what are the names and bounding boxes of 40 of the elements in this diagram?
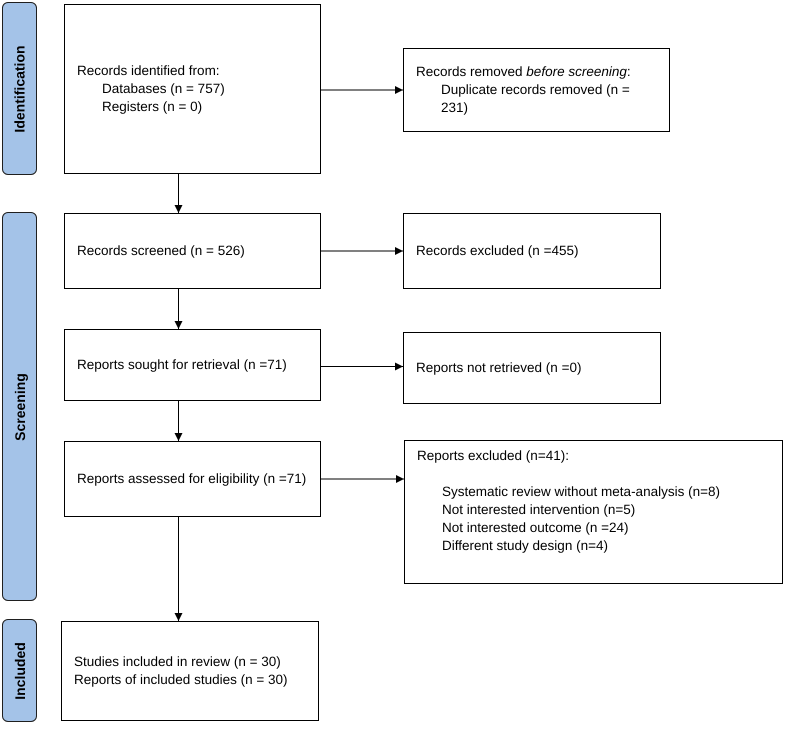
box-text: Systematic review without meta-analysis (n=8) bbox=[441, 483, 721, 501]
stage-label: Identification bbox=[12, 44, 28, 132]
stage-label: Included bbox=[12, 642, 28, 700]
arrow bbox=[320, 475, 404, 483]
box-text: Databases (n = 757) bbox=[101, 80, 226, 98]
box-text: Records screened (n = 526) bbox=[77, 242, 246, 260]
arrow bbox=[320, 247, 404, 255]
box-text: Records identified from: bbox=[77, 62, 221, 80]
process-box bbox=[64, 213, 321, 289]
stage-band bbox=[2, 619, 37, 722]
box-text: Reports assessed for eligibility (n =71) bbox=[77, 470, 308, 488]
stage-label: Screening bbox=[12, 372, 28, 440]
arrow bbox=[174, 400, 182, 442]
box-text: Different study design (n=4) bbox=[441, 537, 609, 555]
arrow bbox=[320, 362, 404, 370]
box-text: Records removed before screening: bbox=[416, 63, 632, 81]
box-text: Reports not retrieved (n =0) bbox=[416, 359, 582, 377]
process-box bbox=[61, 621, 319, 721]
process-box bbox=[64, 441, 321, 517]
arrow bbox=[320, 86, 404, 94]
stage-band bbox=[2, 2, 37, 175]
process-box bbox=[64, 329, 321, 401]
process-box bbox=[403, 48, 670, 132]
box-text: Duplicate records removed (n = 231) bbox=[440, 81, 631, 117]
process-box bbox=[403, 332, 661, 404]
arrow bbox=[174, 516, 182, 622]
process-box bbox=[404, 440, 783, 584]
arrow bbox=[174, 174, 182, 214]
box-text: Reports of included studies (n = 30) bbox=[74, 671, 288, 689]
arrow bbox=[174, 288, 182, 330]
box-text: Studies included in review (n = 30) bbox=[74, 653, 282, 671]
box-text: Reports sought for retrieval (n =71) bbox=[77, 356, 288, 374]
box-text: Not interested outcome (n =24) bbox=[441, 519, 630, 537]
box-text: Not interested intervention (n=5) bbox=[441, 501, 636, 519]
box-text: Reports excluded (n=41): bbox=[417, 447, 570, 465]
box-text: Records excluded (n =455) bbox=[416, 242, 580, 260]
process-box bbox=[64, 4, 321, 174]
process-box bbox=[403, 213, 661, 289]
box-text: Registers (n = 0) bbox=[101, 98, 204, 116]
stage-band bbox=[2, 212, 37, 601]
